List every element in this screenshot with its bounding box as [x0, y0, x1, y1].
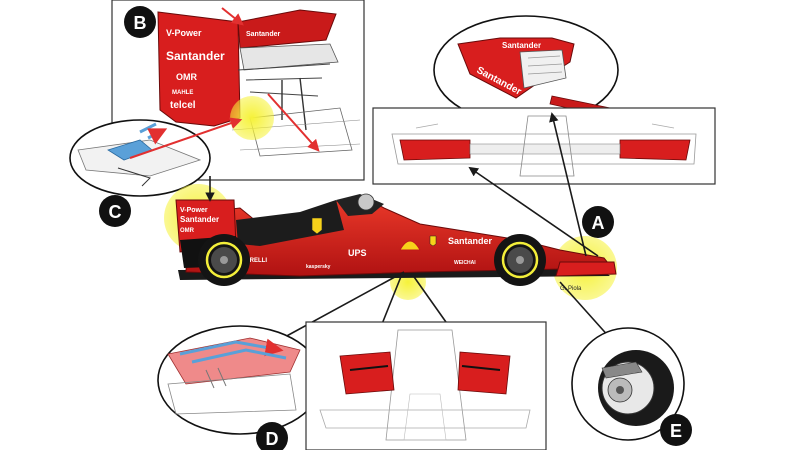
- car-ups-logo: UPS: [348, 248, 367, 258]
- endplate-omr: OMR: [176, 72, 197, 82]
- callout-a-oval: Santander Santander: [433, 15, 619, 125]
- artist-credit: G. Piola: [560, 286, 582, 292]
- upper-wing-santander: Santander: [246, 31, 281, 38]
- front-wing-santander-top: Santander: [502, 41, 541, 50]
- endplate-telcel: telcel: [170, 100, 196, 111]
- callout-c-label: C: [109, 202, 122, 222]
- callout-a-badge[interactable]: A: [582, 206, 614, 238]
- car-kaspersky: kaspersky: [306, 264, 331, 270]
- callout-a-label: A: [592, 213, 605, 233]
- front-wheel: [494, 234, 546, 286]
- car-rear-santander: Santander: [180, 215, 219, 224]
- callout-d-badge[interactable]: D: [256, 422, 288, 450]
- front-wing-plan-panel: [372, 107, 716, 185]
- callout-b-label: B: [134, 13, 147, 33]
- ferrari-shield-icon: [311, 217, 323, 235]
- callout-d-oval: D: [157, 325, 323, 450]
- callout-e-label: E: [670, 421, 682, 441]
- car-rear-omr: OMR: [180, 228, 195, 234]
- car-rear-pirelli: PIRELLI: [244, 258, 267, 264]
- rear-wheel: [198, 234, 250, 286]
- endplate-santander: Santander: [166, 49, 225, 63]
- endplate-vpower: V-Power: [166, 28, 202, 38]
- car-weichai: WEICHAI: [454, 260, 476, 266]
- shell-logo-icon: [399, 240, 421, 251]
- rear-wing-highlight: [230, 96, 274, 140]
- callout-d-label: D: [266, 429, 279, 449]
- callout-c-badge[interactable]: C: [99, 195, 131, 227]
- callout-e-badge[interactable]: E: [660, 414, 692, 446]
- callout-b-badge[interactable]: B: [124, 6, 156, 38]
- ferrari-car-side-view: V-Power Santander OMR Santander PIRELLI …: [164, 184, 617, 300]
- car-rear-vpower: V-Power: [180, 207, 208, 214]
- endplate-mahle: MAHLE: [172, 90, 193, 96]
- callout-e-oval: E: [571, 327, 692, 446]
- car-nose-santander: Santander: [448, 236, 493, 246]
- sidepod-plan-panel: [305, 321, 547, 450]
- callout-c-oval: C: [69, 120, 243, 227]
